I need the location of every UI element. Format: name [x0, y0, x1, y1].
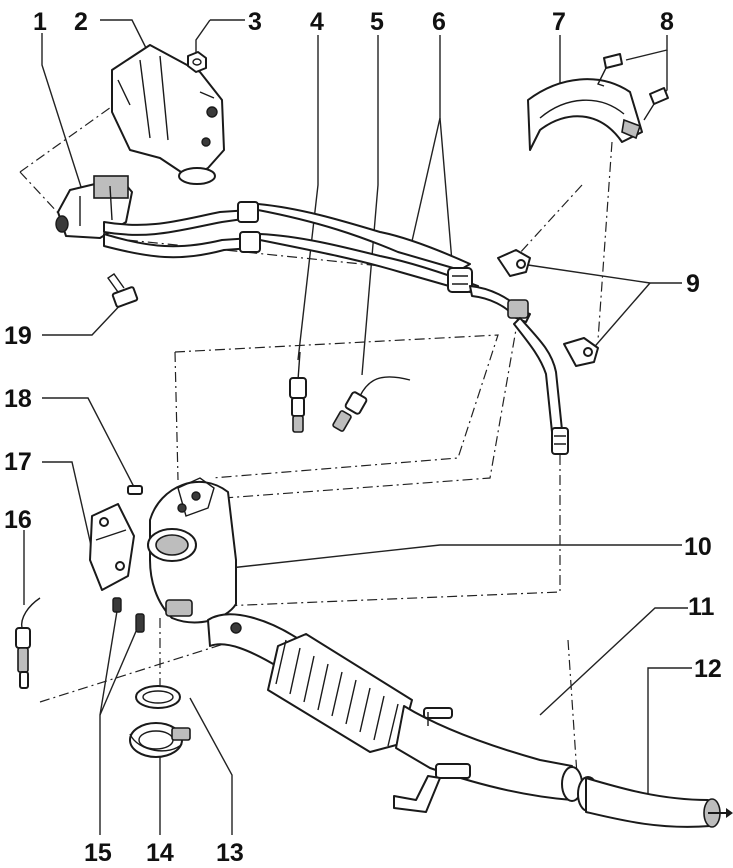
seal-ring: [135, 685, 181, 709]
callout-5: 5: [370, 8, 384, 36]
leader-19: [42, 299, 126, 336]
rear-exhaust-pipe: [577, 776, 721, 828]
callout-8: 8: [660, 8, 674, 36]
leader-15a: [99, 604, 119, 835]
leader-8a: [625, 35, 668, 61]
callout-9: 9: [686, 270, 700, 298]
callout-12: 12: [694, 655, 722, 683]
heat-shield: [527, 78, 643, 151]
assembly-line-e: [174, 351, 179, 481]
pipe-clamp: [129, 722, 191, 758]
leader-9a: [527, 264, 682, 284]
leader-15b: [99, 621, 141, 716]
pipe-clamps: [497, 249, 599, 367]
bracket-screw: [127, 485, 143, 495]
callout-10: 10: [684, 533, 712, 561]
callout-2: 2: [74, 8, 88, 36]
flex-bellows: [275, 639, 399, 747]
particulate-filter: [147, 477, 237, 624]
sensor-bracket: [111, 44, 225, 185]
filter-bracket: [89, 503, 135, 591]
leader-2: [100, 19, 149, 53]
leader-5: [361, 35, 379, 376]
callout-1: 1: [33, 8, 47, 36]
shield-bolts: [597, 53, 669, 121]
leader-11: [539, 607, 688, 716]
callout-16: 16: [4, 506, 32, 534]
leader-6a: [409, 35, 441, 251]
assembly-line-f: [517, 184, 583, 256]
temperature-sender: [332, 376, 411, 432]
assembly-line-a: [19, 171, 61, 216]
assembly-line-g: [597, 141, 613, 341]
callout-7: 7: [552, 8, 566, 36]
assembly-lines: [19, 94, 613, 791]
lambda-probe: [289, 351, 307, 433]
callout-13: 13: [216, 839, 244, 867]
assembly-line-b: [19, 94, 129, 173]
callout-4: 4: [310, 8, 324, 36]
assembly-line-c: [107, 237, 421, 271]
exhaust-sensor: [15, 597, 41, 689]
leader-12: [647, 667, 692, 795]
assembly-line-h: [223, 317, 519, 499]
leader-6b: [439, 117, 453, 263]
callout-18: 18: [4, 385, 32, 413]
leader-9b: [589, 282, 651, 353]
leader-4: [297, 35, 319, 361]
leader-18: [42, 397, 135, 488]
assembly-line-d: [174, 334, 499, 479]
assembly-line-l: [567, 639, 579, 791]
assembly-line-j: [39, 641, 231, 703]
callout-3: 3: [248, 8, 262, 36]
pressure-hoses: [103, 201, 569, 455]
callout-19: 19: [4, 322, 32, 350]
callout-15: 15: [84, 839, 112, 867]
arrow-right-icon: [708, 808, 733, 818]
leader-10: [229, 544, 682, 569]
callout-11: 11: [688, 593, 715, 621]
callout-14: 14: [146, 839, 174, 867]
callout-labels: 1 2 3 4 5 6 7 8 9 10 11 12 13 14 15 16 1…: [4, 8, 722, 867]
leader-1: [41, 33, 91, 216]
nut: [187, 51, 207, 73]
clamp-bolts: [112, 597, 145, 633]
assembly-line-i: [221, 455, 561, 607]
mounting-bolt: [107, 273, 139, 308]
leader-13: [189, 697, 233, 835]
front-exhaust-pipe: [207, 613, 583, 813]
callout-6: 6: [432, 8, 446, 36]
callout-17: 17: [4, 448, 32, 476]
